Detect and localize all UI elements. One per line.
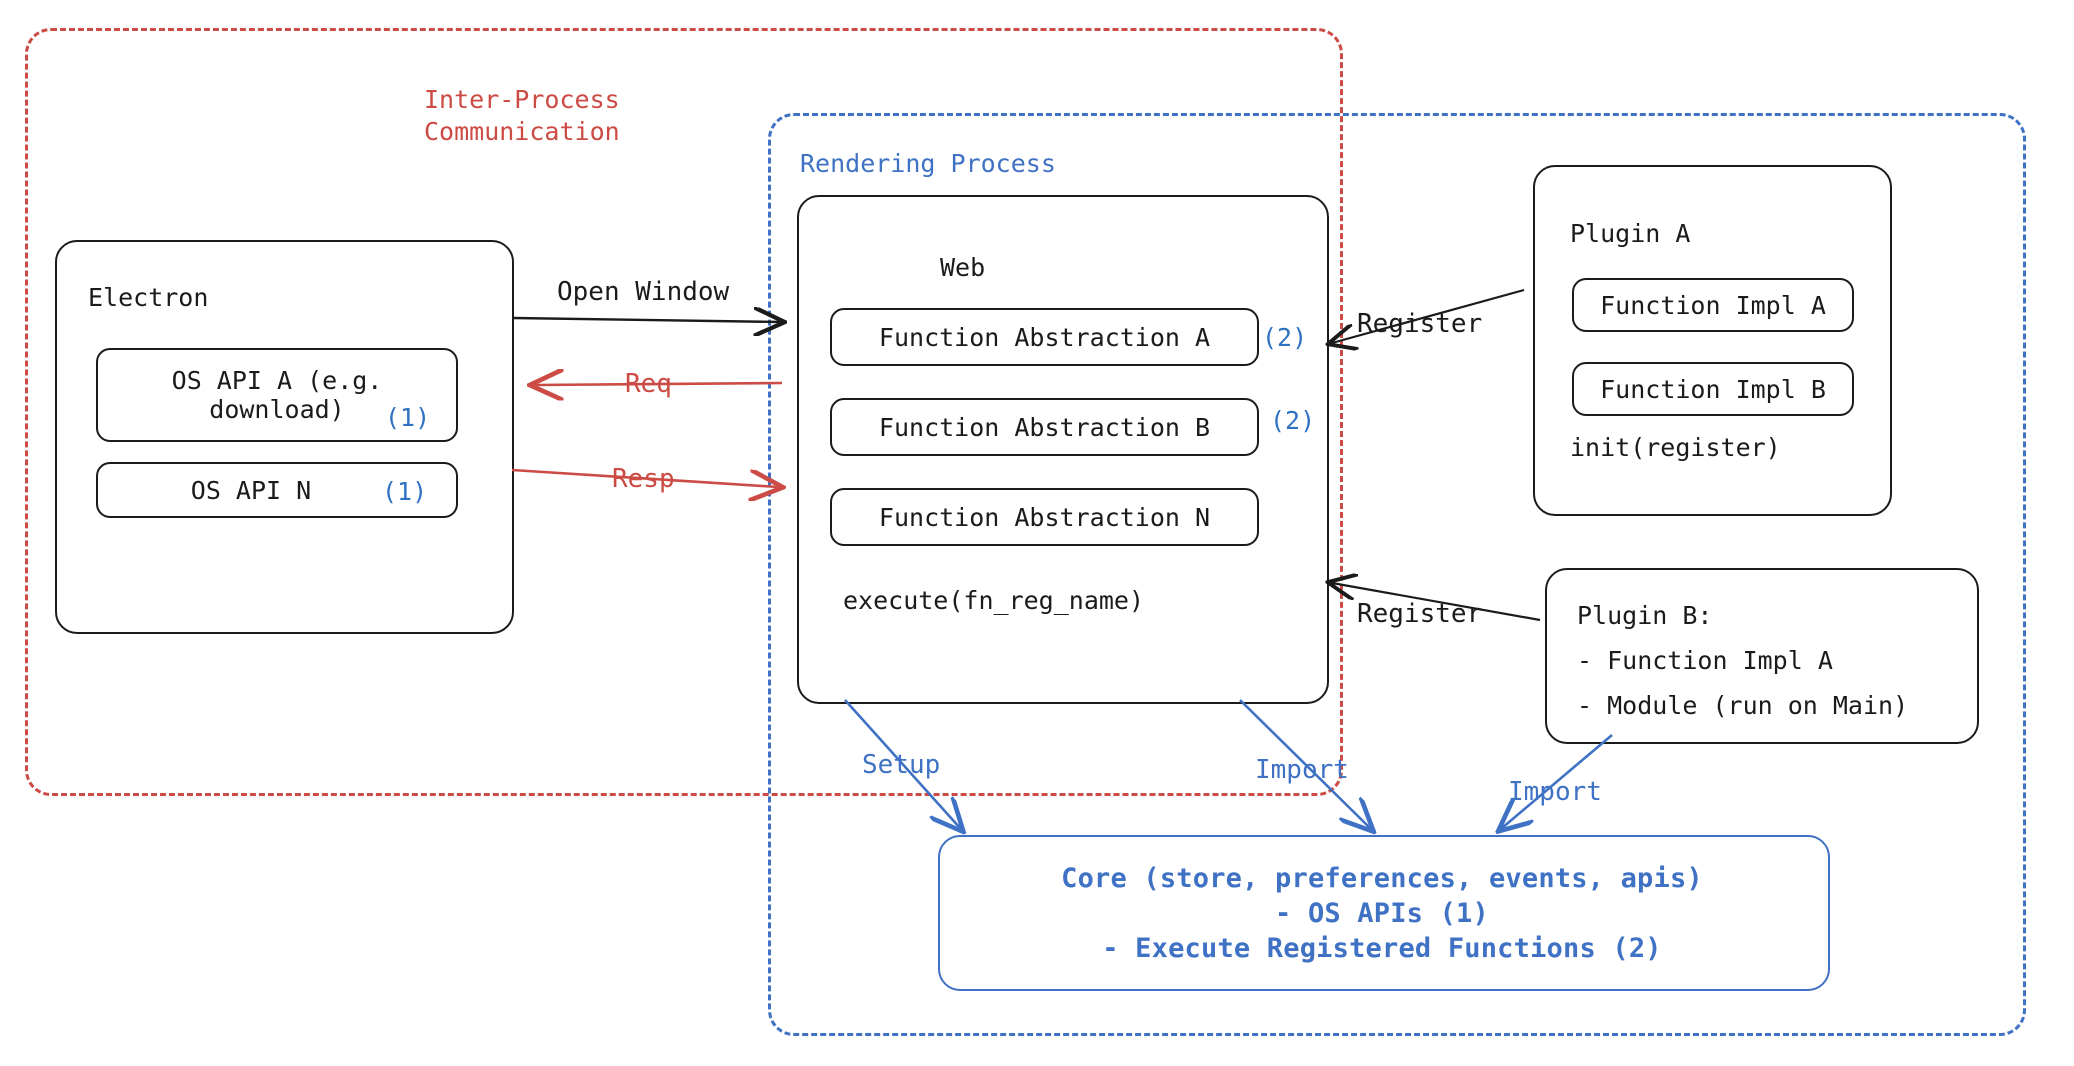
function-abstraction-a-tag: (2) (1262, 323, 1308, 352)
group-label-ipc: Inter-Process Communication (424, 85, 620, 146)
electron-title: Electron (88, 283, 209, 312)
function-abstraction-n-box[interactable]: Function Abstraction N (830, 488, 1259, 546)
function-abstraction-a-box[interactable]: Function Abstraction A (830, 308, 1259, 366)
os-api-n-label: OS API N (190, 475, 312, 505)
edge-label-import-plugin: Import (1508, 777, 1602, 807)
edge-label-register-b: Register (1357, 599, 1483, 629)
function-abstraction-a-label: Function Abstraction A (878, 322, 1211, 352)
function-abstraction-b-tag: (2) (1270, 406, 1316, 435)
edge-label-setup: Setup (862, 750, 941, 780)
core-line-1: Core (store, preferences, events, apis) (1061, 863, 1703, 894)
core-line-2: - OS APIs (1) (1275, 898, 1489, 929)
os-api-a-label: OS API A (e.g. download) (171, 366, 383, 424)
plugin-a-function-impl-b-label: Function Impl B (1600, 374, 1826, 404)
os-api-n-tag: (1) (382, 477, 428, 506)
plugin-b-box[interactable] (1545, 568, 1979, 744)
plugin-a-title: Plugin A (1570, 219, 1691, 248)
core-line-3: - Execute Registered Functions (2) (1102, 933, 1662, 964)
plugin-a-box[interactable] (1533, 165, 1892, 516)
edge-label-open-window: Open Window (557, 277, 730, 307)
function-abstraction-b-label: Function Abstraction B (878, 412, 1211, 442)
group-inter-process-communication (25, 28, 1343, 796)
plugin-b-title: Plugin B: (1577, 601, 1713, 630)
plugin-a-function-impl-a-box[interactable]: Function Impl A (1572, 278, 1854, 332)
plugin-a-function-impl-a-label: Function Impl A (1600, 290, 1826, 320)
edge-label-register-a: Register (1357, 309, 1483, 339)
group-rendering-process (768, 113, 2026, 1036)
plugin-b-line-2: - Module (run on Main) (1577, 691, 1909, 720)
group-label-rendering: Rendering Process (800, 149, 1056, 178)
web-title: Web (940, 253, 986, 282)
os-api-a-box[interactable]: OS API A (e.g. download) (96, 348, 458, 442)
plugin-b-line-1: - Function Impl A (1577, 646, 1833, 675)
edge-label-req: Req (625, 369, 672, 399)
edge-label-resp: Resp (612, 464, 675, 494)
os-api-n-box[interactable]: OS API N (96, 462, 458, 518)
function-abstraction-b-box[interactable]: Function Abstraction B (830, 398, 1259, 456)
os-api-a-tag: (1) (385, 403, 431, 432)
core-box[interactable] (938, 835, 1830, 991)
plugin-a-init-label: init(register) (1570, 433, 1781, 462)
edge-label-import-web: Import (1255, 755, 1349, 785)
web-execute-label: execute(fn_reg_name) (843, 586, 1145, 615)
function-abstraction-n-label: Function Abstraction N (878, 502, 1211, 532)
plugin-a-function-impl-b-box[interactable]: Function Impl B (1572, 362, 1854, 416)
